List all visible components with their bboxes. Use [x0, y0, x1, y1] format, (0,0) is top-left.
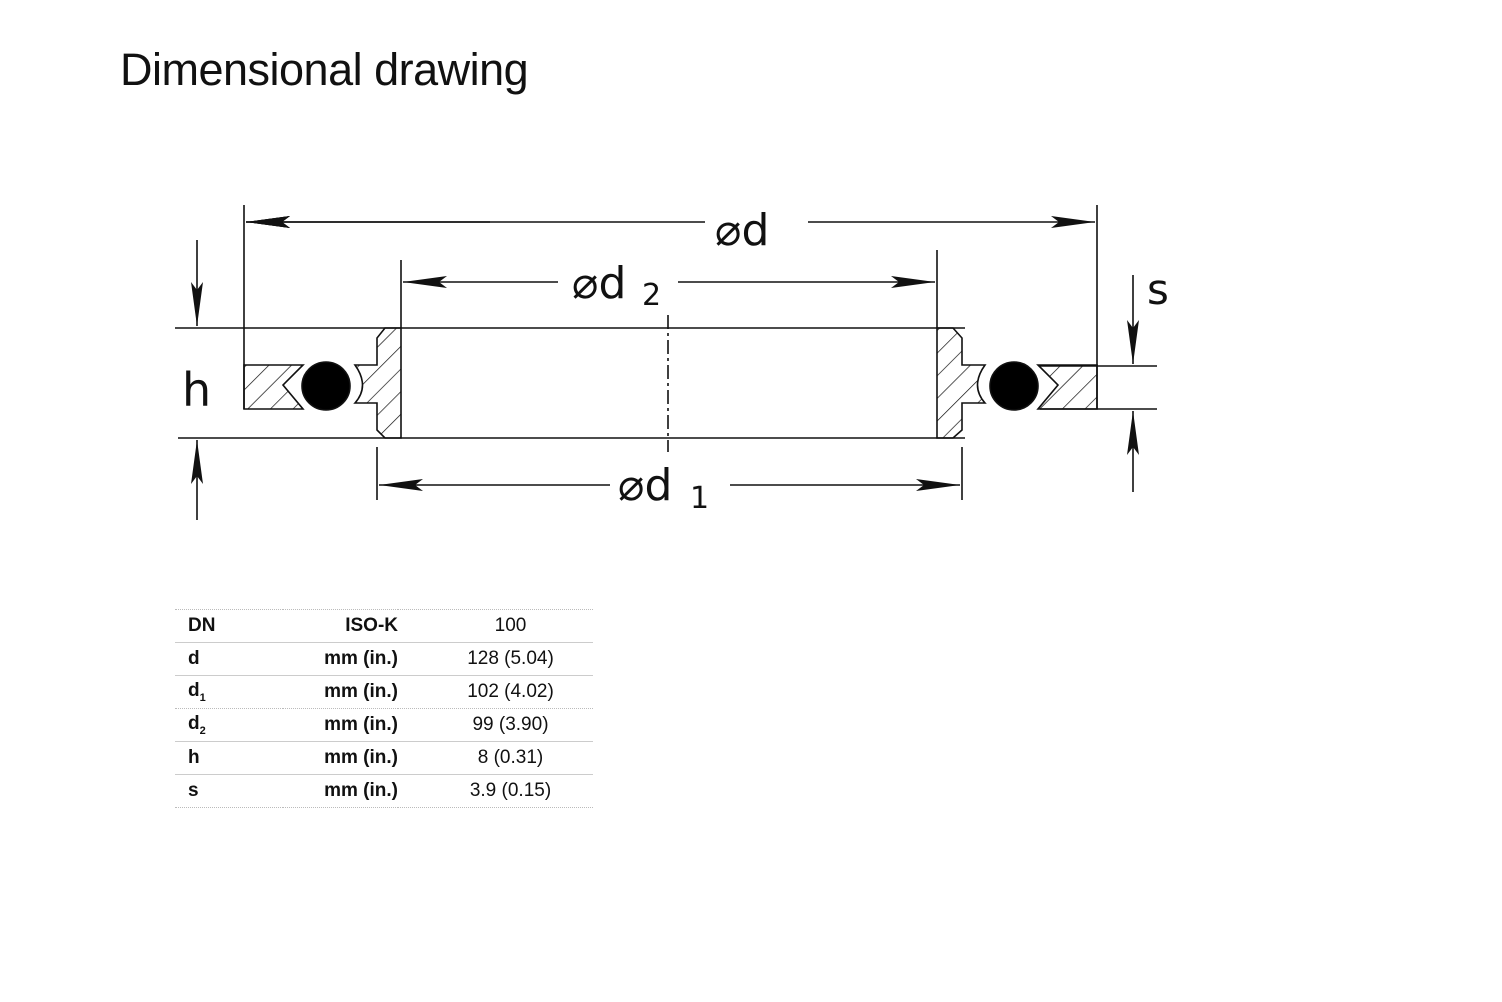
row-label: s — [188, 780, 199, 801]
row-unit: mm (in.) — [283, 774, 398, 808]
row-label: h — [188, 747, 200, 768]
label-d1-sub: 1 — [690, 481, 709, 516]
dimensions-table: DN ISO-K 100 d mm (in.) 128 (5.04) d1 mm… — [175, 609, 593, 808]
right-flange-section — [1036, 364, 1098, 410]
table-row: d mm (in.) 128 (5.04) — [175, 642, 593, 676]
row-label: d — [188, 648, 200, 669]
page-title: Dimensional drawing — [120, 44, 529, 95]
left-o-ring — [301, 361, 351, 411]
label-d: ⌀d — [715, 205, 769, 256]
row-label: d — [188, 680, 200, 702]
table-header-row: DN ISO-K 100 — [175, 609, 593, 643]
row-label-sub: 1 — [199, 691, 206, 704]
header-dn: DN — [175, 609, 283, 643]
row-value: 3.9 (0.15) — [398, 774, 593, 808]
table-row: d2 mm (in.) 99 (3.90) — [175, 708, 593, 742]
right-o-ring — [989, 361, 1039, 411]
table-row: s mm (in.) 3.9 (0.15) — [175, 774, 593, 808]
header-size: 100 — [398, 609, 593, 643]
row-value: 128 (5.04) — [398, 642, 593, 676]
label-s: s — [1147, 265, 1169, 314]
right-ring-section — [936, 327, 987, 439]
row-label-sub: 2 — [199, 724, 206, 737]
row-unit: mm (in.) — [283, 642, 398, 676]
row-unit: mm (in.) — [283, 741, 398, 775]
label-d2-sub: 2 — [642, 278, 661, 313]
row-value: 8 (0.31) — [398, 741, 593, 775]
header-iso-k: ISO-K — [283, 609, 398, 643]
left-ring-section — [353, 327, 402, 439]
row-label: d — [188, 713, 200, 735]
table-row: h mm (in.) 8 (0.31) — [175, 741, 593, 775]
label-h: h — [182, 363, 211, 417]
row-value: 99 (3.90) — [398, 708, 593, 742]
dimensional-drawing: ⌀d ⌀d 2 ⌀d 1 h s — [175, 205, 1169, 520]
row-value: 102 (4.02) — [398, 675, 593, 709]
row-unit: mm (in.) — [283, 708, 398, 742]
row-unit: mm (in.) — [283, 675, 398, 709]
left-flange-section — [243, 364, 305, 410]
label-d2: ⌀d — [572, 258, 626, 309]
label-d1: ⌀d — [618, 460, 672, 511]
table-row: d1 mm (in.) 102 (4.02) — [175, 675, 593, 709]
